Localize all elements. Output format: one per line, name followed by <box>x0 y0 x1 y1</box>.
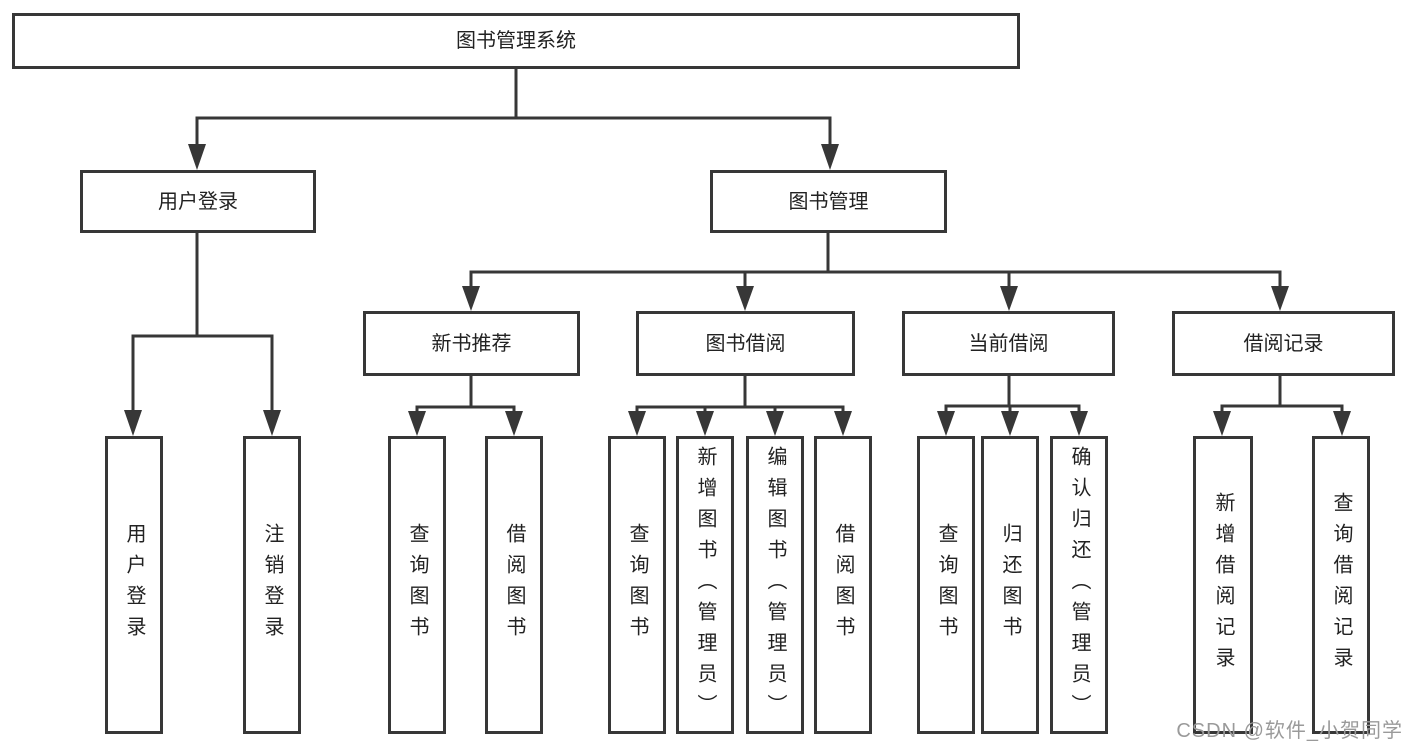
node-label: 借阅图书 <box>832 523 854 647</box>
node-label: 查询图书 <box>626 523 648 647</box>
leaf-query-books-borrowing: 查询图书 <box>608 436 666 734</box>
leaf-logout: 注销登录 <box>243 436 301 734</box>
node-label: 图书管理 <box>788 190 869 213</box>
node-label: 借阅记录 <box>1243 332 1324 355</box>
node-label: 查询图书 <box>406 523 428 647</box>
leaf-query-books-recommend: 查询图书 <box>388 436 446 734</box>
node-borrowing-records: 借阅记录 <box>1172 311 1395 376</box>
leaf-confirm-return-admin: 确认归还（管理员） <box>1050 436 1108 734</box>
node-label: 注销登录 <box>261 523 283 647</box>
csdn-watermark: CSDN @软件_小贺同学 <box>1176 720 1403 742</box>
node-label: 新增借阅记录 <box>1212 492 1234 678</box>
node-label: 当前借阅 <box>968 332 1049 355</box>
leaf-add-borrowing-record: 新增借阅记录 <box>1193 436 1253 734</box>
node-current-borrowing: 当前借阅 <box>902 311 1115 376</box>
leaf-user-login: 用户登录 <box>105 436 163 734</box>
node-label: 借阅图书 <box>503 523 525 647</box>
node-label: 新增图书（管理员） <box>694 445 716 725</box>
node-label: 用户登录 <box>158 190 238 213</box>
node-label: 归还图书 <box>999 523 1021 647</box>
node-user-login: 用户登录 <box>80 170 316 233</box>
node-book-borrowing: 图书借阅 <box>636 311 855 376</box>
node-label: 查询借阅记录 <box>1330 492 1352 678</box>
node-label: 编辑图书（管理员） <box>764 445 786 725</box>
node-new-book-recommendation: 新书推荐 <box>363 311 580 376</box>
node-label: 图书管理系统 <box>456 30 576 52</box>
node-label: 确认归还（管理员） <box>1068 445 1090 725</box>
node-library-management-system: 图书管理系统 <box>12 13 1020 69</box>
leaf-edit-books-admin: 编辑图书（管理员） <box>746 436 804 734</box>
node-label: 查询图书 <box>935 523 957 647</box>
leaf-borrow-books: 借阅图书 <box>814 436 872 734</box>
node-label: 新书推荐 <box>431 332 512 355</box>
leaf-add-books-admin: 新增图书（管理员） <box>676 436 734 734</box>
node-label: 用户登录 <box>123 523 145 647</box>
leaf-borrow-books-recommend: 借阅图书 <box>485 436 543 734</box>
node-book-management: 图书管理 <box>710 170 947 233</box>
node-label: 图书借阅 <box>705 332 786 355</box>
leaf-query-borrowing-record: 查询借阅记录 <box>1312 436 1370 734</box>
leaf-return-books: 归还图书 <box>981 436 1039 734</box>
leaf-query-books-current: 查询图书 <box>917 436 975 734</box>
